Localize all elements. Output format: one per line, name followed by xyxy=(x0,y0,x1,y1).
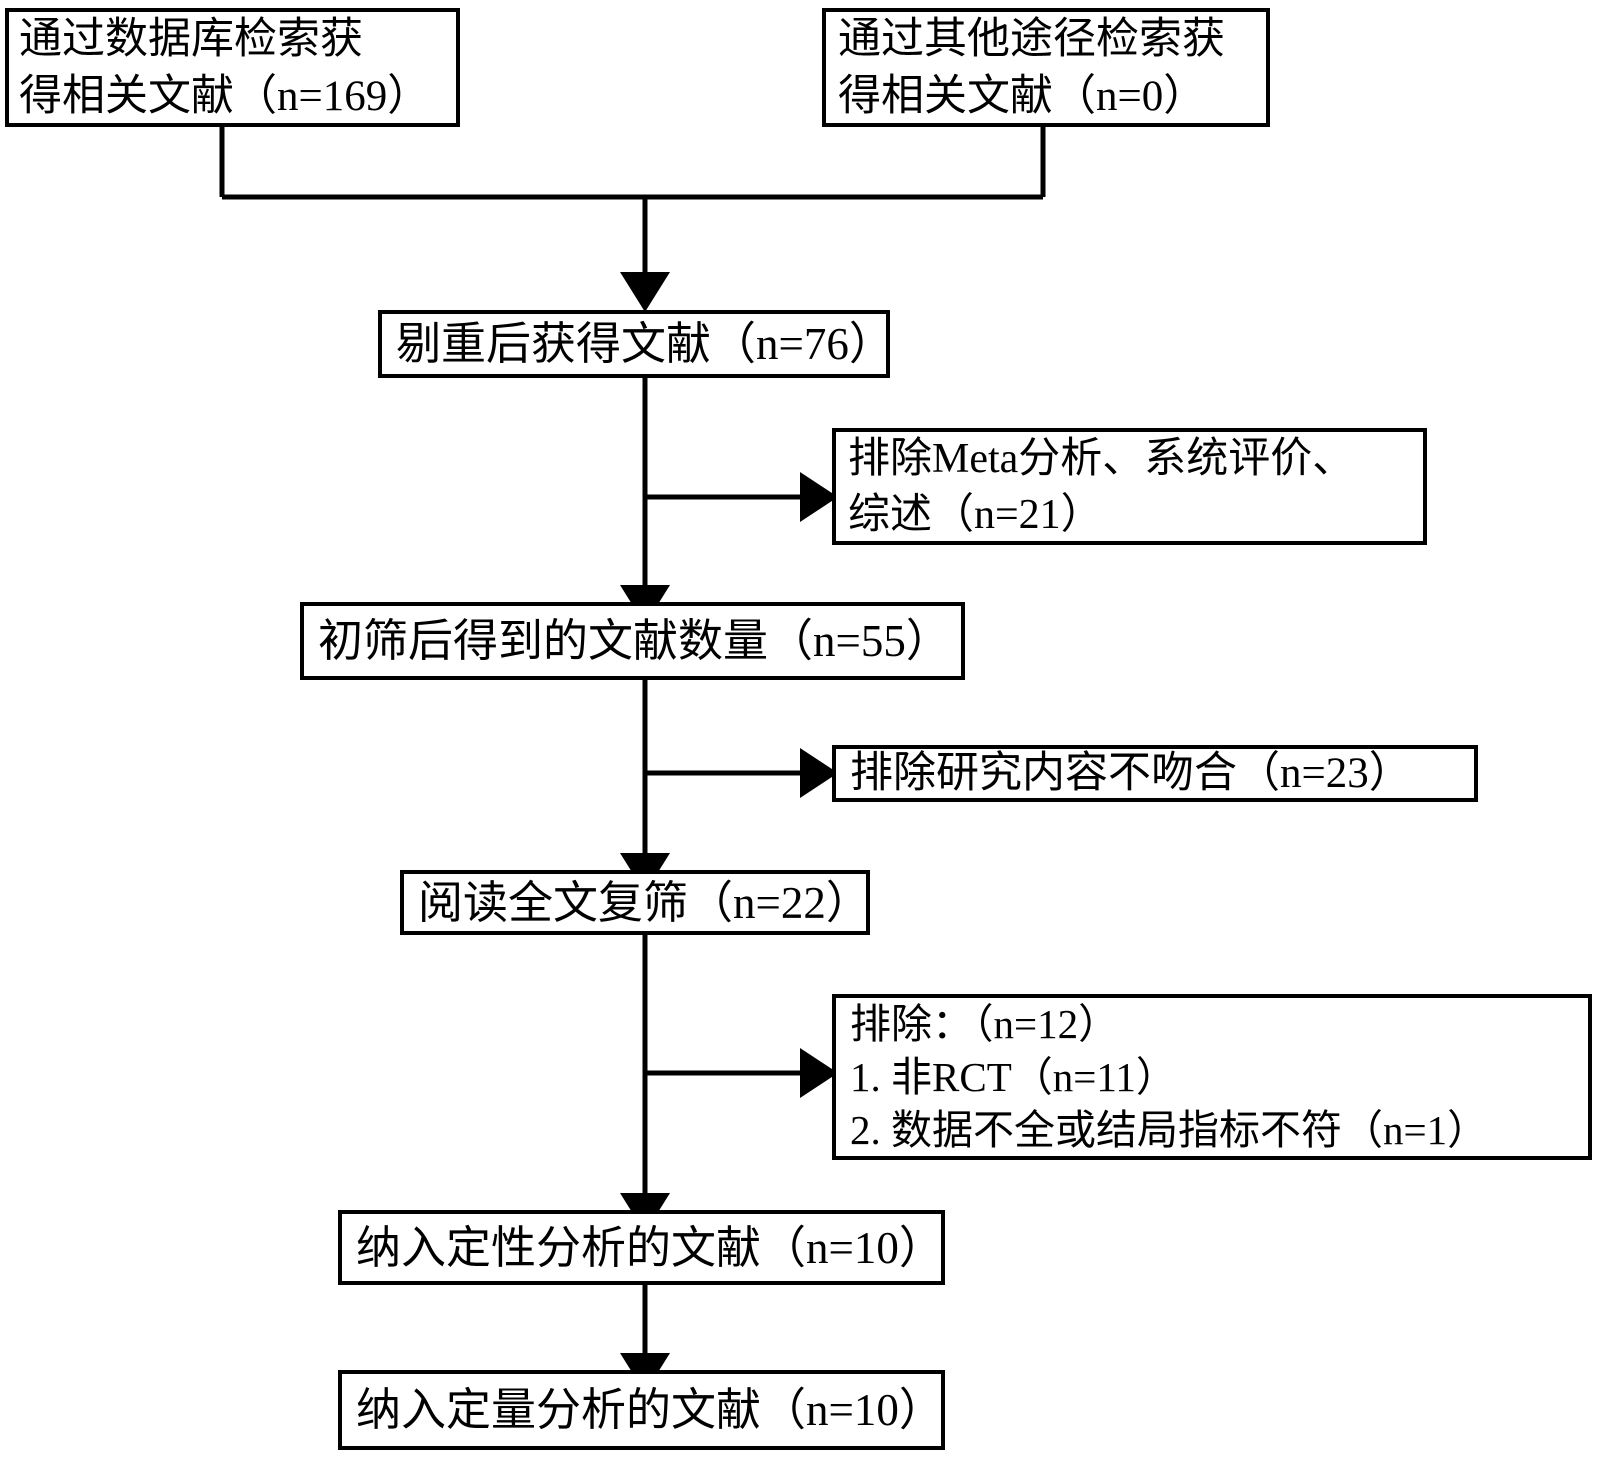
node-included-quantitative-line-1: 纳入定量分析的文献（n=10） xyxy=(356,1385,944,1435)
node-after-primary-screening: 初筛后得到的文献数量（n=55） xyxy=(300,602,965,680)
node-full-text-rescreening: 阅读全文复筛（n=22） xyxy=(400,870,871,935)
node-excluded-full-text-line-2: 1. 非RCT（n=11） xyxy=(850,1053,1177,1100)
node-full-text-rescreening-line-1: 阅读全文复筛（n=22） xyxy=(418,877,871,928)
node-after-deduplication-line-1: 剔重后获得文献（n=76） xyxy=(396,319,894,369)
node-included-qualitative-line-1: 纳入定性分析的文献（n=10） xyxy=(356,1222,944,1273)
node-excluded-meta-review-line-1: 排除Meta分析、系统评价、 xyxy=(848,435,1355,482)
node-excluded-meta-review-line-2: 综述（n=21） xyxy=(848,491,1103,538)
node-excluded-full-text-line-1: 排除：（n=12） xyxy=(850,1000,1120,1047)
node-included-quantitative: 纳入定量分析的文献（n=10） xyxy=(338,1370,945,1450)
node-other-source-search-line-2: 得相关文献（n=0） xyxy=(838,72,1207,120)
arrowhead-right-to-exclude-final xyxy=(800,1048,838,1098)
node-after-primary-screening-line-1: 初筛后得到的文献数量（n=55） xyxy=(318,616,951,666)
arrowhead-down-to-dedup xyxy=(620,272,670,312)
node-excluded-topic-mismatch: 排除研究内容不吻合（n=23） xyxy=(832,745,1478,802)
node-excluded-meta-review: 排除Meta分析、系统评价、 综述（n=21） xyxy=(832,428,1427,545)
node-excluded-full-text-line-3: 2. 数据不全或结局指标不符（n=1） xyxy=(850,1106,1489,1153)
node-other-source-search: 通过其他途径检索获 得相关文献（n=0） xyxy=(822,8,1270,127)
node-database-search: 通过数据库检索获 得相关文献（n=169） xyxy=(5,8,460,127)
node-excluded-topic-mismatch-line-1: 排除研究内容不吻合（n=23） xyxy=(850,750,1412,797)
node-database-search-line-1: 通过数据库检索获 xyxy=(19,15,363,63)
node-database-search-line-2: 得相关文献（n=169） xyxy=(19,72,431,120)
node-excluded-full-text: 排除：（n=12） 1. 非RCT（n=11） 2. 数据不全或结局指标不符（n… xyxy=(832,994,1592,1160)
node-other-source-search-line-1: 通过其他途径检索获 xyxy=(838,15,1225,63)
arrowhead-right-to-exclude-meta xyxy=(800,472,838,522)
node-included-qualitative: 纳入定性分析的文献（n=10） xyxy=(338,1210,945,1285)
arrowhead-right-to-exclude-topic xyxy=(800,748,838,798)
node-after-deduplication: 剔重后获得文献（n=76） xyxy=(378,310,894,378)
